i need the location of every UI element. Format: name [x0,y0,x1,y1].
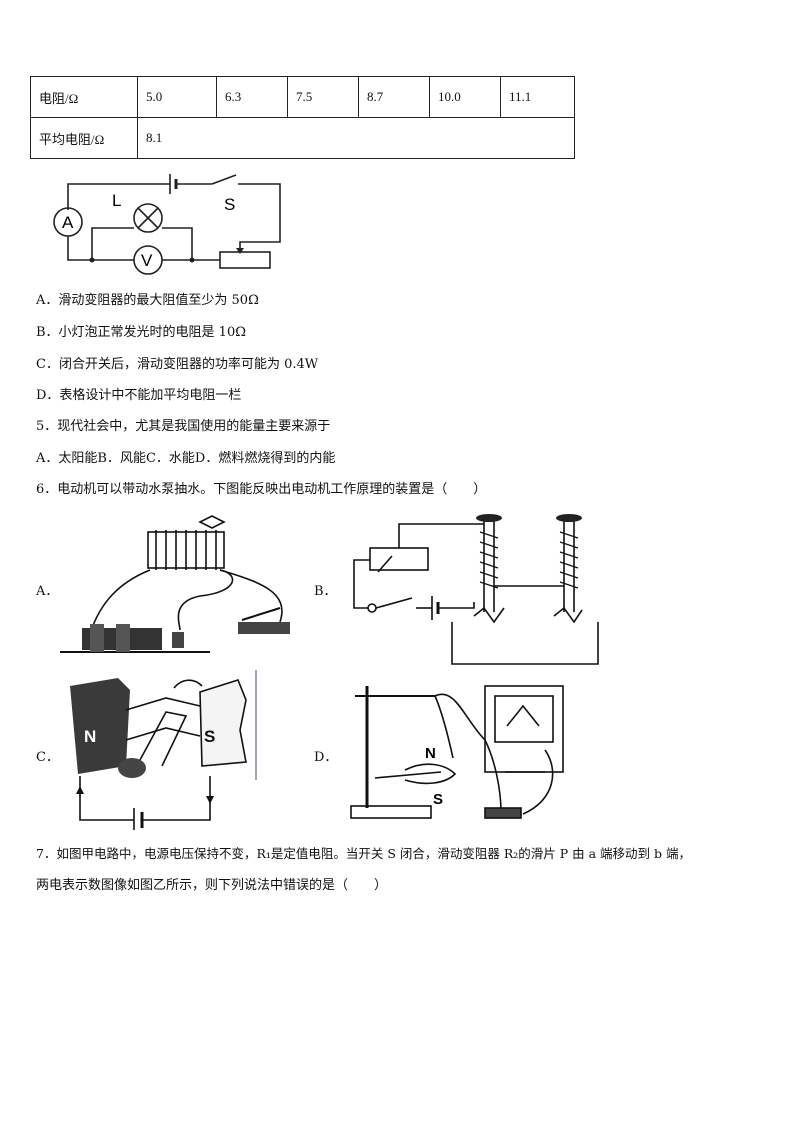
switch-label: S [224,195,235,214]
q6-label-d: D． [314,750,338,765]
table-cell: 5.0 [137,76,217,118]
figure-b-electromagnets [353,514,599,665]
table-cell: 7.5 [287,76,359,118]
figure-c-motor: N S [70,670,257,830]
q5-option-a: A．太阳能 [36,451,98,466]
q6-label-b: B． [314,584,337,599]
figure-d-galvanometer: N S [350,685,564,819]
voltmeter-label: V [141,251,153,270]
q7-line-1: 7．如图甲电路中，电源电压保持不变，R₁是定值电阻。当开关 S 闭合，滑动变阻器… [36,846,691,861]
figure-d-south: S [433,791,443,808]
figure-d-north: N [425,745,436,762]
q6-label-c: C． [36,750,59,765]
q6-label-a: A． [36,584,59,599]
q5-options: A．太阳能B．风能C．水能D．燃料燃烧得到的内能 [36,450,335,468]
q4-option-c: C．闭合开关后，滑动变阻器的功率可能为 0.4W [36,357,319,372]
table-cell: 8.7 [358,76,430,118]
table-cell: 10.0 [429,76,501,118]
table-cell: 8.1 [137,117,575,159]
q5-option-d: D．燃料燃烧得到的内能 [194,451,336,466]
figure-a-electromagnet [60,515,290,653]
table-cell: 6.3 [216,76,288,118]
circuit-diagram: A L V S [53,174,281,275]
q5-option-c: C．水能 [145,451,195,466]
figure-c-north: N [84,727,96,746]
q5-stem: 5．现代社会中，尤其是我国使用的能量主要来源于 [36,419,331,434]
q4-option-d: D．表格设计中不能加平均电阻一栏 [36,388,242,403]
table-header-cell: 电阻/Ω [30,76,138,118]
table-header-cell: 平均电阻/Ω [30,117,138,159]
table-cell: 11.1 [500,76,575,118]
q6-stem: 6．电动机可以带动水泵抽水。下图能反映出电动机工作原理的装置是（ ） [36,482,487,497]
q4-option-b: B．小灯泡正常发光时的电阻是 10Ω [36,325,247,340]
ammeter-label: A [62,213,74,232]
q4-option-a: A．滑动变阻器的最大阻值至少为 50Ω [36,293,259,308]
q7-line-2: 两电表示数图像如图乙所示，则下列说法中错误的是（ ） [36,878,388,893]
q5-option-b: B．风能 [97,451,146,466]
table-row: 平均电阻/Ω 8.1 [30,117,575,159]
resistance-table: 电阻/Ω 5.0 6.3 7.5 8.7 10.0 11.1 平均电阻/Ω 8.… [30,76,575,159]
table-row: 电阻/Ω 5.0 6.3 7.5 8.7 10.0 11.1 [30,76,575,118]
figure-c-south: S [204,727,215,746]
lamp-label: L [112,191,121,210]
